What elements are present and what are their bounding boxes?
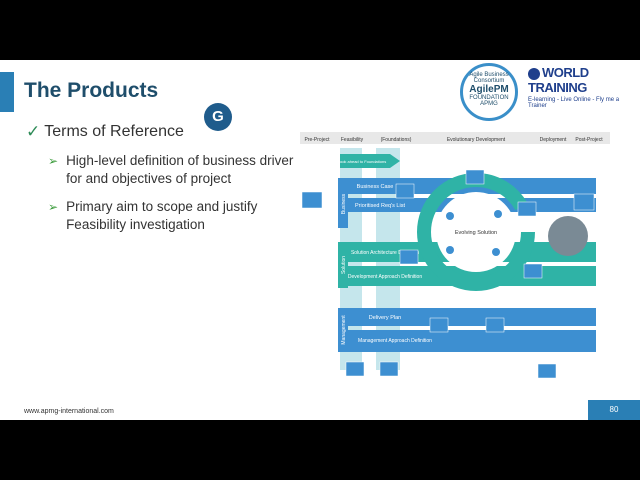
row-solution-tab <box>338 242 348 288</box>
band-delivery-plan <box>348 308 596 326</box>
phase-pre-project: Pre-Project <box>304 137 330 143</box>
document-icon <box>345 361 365 377</box>
sub-bullet: ➢ High-level definition of business driv… <box>48 152 296 188</box>
document-icon <box>429 317 449 333</box>
bullet-terms-of-reference: ✓ Terms of Reference <box>26 122 296 142</box>
document-icon <box>301 191 323 209</box>
page-number: 80 <box>588 400 640 420</box>
person-icon <box>446 212 454 220</box>
logo-name-text: WORLD TRAINING <box>528 65 589 95</box>
person-icon <box>492 248 500 256</box>
g-badge: G <box>204 103 232 131</box>
bullet-text: Terms of Reference <box>44 123 184 140</box>
title-accent-bar <box>0 72 14 112</box>
agilepm-logo: Agile Business Consortium AgilePM FOUNDA… <box>460 63 518 121</box>
logo-sub-text: FOUNDATION <box>469 95 509 101</box>
world-training-logo: WORLD TRAINING E-learning - Live Online … <box>528 65 638 109</box>
logo-big-text: AgilePM <box>469 84 509 95</box>
row-label-management: Management <box>341 315 347 345</box>
document-icon <box>517 201 537 217</box>
phase-headers: Pre-Project Feasibility (Foundations) Ev… <box>304 137 603 143</box>
evolving-solution-label: Evolving Solution <box>455 230 497 236</box>
phase-feasibility: Feasibility <box>341 137 364 143</box>
look-ahead-arrow <box>340 154 400 168</box>
band-delivery-plan-label: Delivery Plan <box>369 315 401 321</box>
sub-bullet-text: Primary aim to scope and justify Feasibi… <box>66 199 258 232</box>
logo-small-text: Agile Business Consortium <box>469 72 509 84</box>
product-documents <box>301 169 595 379</box>
video-letterbox-top <box>0 0 640 60</box>
document-icon <box>523 263 543 279</box>
phase-header-bg <box>300 132 610 144</box>
slide: The Products G ✓ Terms of Reference ➢ Hi… <box>0 60 640 420</box>
row-label-solution: Solution <box>341 256 347 274</box>
globe-icon <box>528 67 540 80</box>
person-icon <box>494 210 502 218</box>
phase-post-project: Post-Project <box>575 137 603 143</box>
document-icon <box>395 183 415 199</box>
video-letterbox-bottom <box>0 420 640 480</box>
band-solution-architecture-label: Solution Architecture Definition <box>351 250 419 256</box>
band-prioritised-reqs-label: Prioritised Req's List <box>355 203 405 209</box>
footer-url: www.apmg-international.com <box>24 408 114 415</box>
look-ahead-label: Look ahead to Foundations <box>338 159 386 164</box>
document-icon <box>573 193 595 211</box>
band-management-approach <box>348 330 596 352</box>
arrow-bullet-icon: ➢ <box>48 200 59 214</box>
bullet-list: ✓ Terms of Reference ➢ High-level defini… <box>26 122 296 234</box>
document-icon <box>537 363 557 379</box>
logo-org-text: APMG <box>480 101 498 107</box>
band-business-case-label: Business Case <box>357 184 394 190</box>
sub-bullet-text: High-level definition of business driver… <box>66 153 294 186</box>
document-icon <box>485 317 505 333</box>
arrow-bullet-icon: ➢ <box>48 154 59 168</box>
document-icon <box>399 249 419 265</box>
phase-foundations: (Foundations) <box>381 137 412 143</box>
logo-tagline: E-learning - Live Online - Fly me a Trai… <box>528 97 620 109</box>
deployed-solution-puzzle <box>548 216 588 256</box>
document-icon <box>379 361 399 377</box>
dsdm-process-diagram: Pre-Project Feasibility (Foundations) Ev… <box>300 132 610 379</box>
phase-evolutionary-development: Evolutionary Development <box>447 137 506 143</box>
slide-title: The Products <box>24 79 159 102</box>
row-management-tab <box>338 308 348 352</box>
band-management-approach-label: Management Approach Definition <box>358 338 432 344</box>
band-development-approach-label: Development Approach Definition <box>348 274 422 280</box>
phase-deployment: Deployment <box>540 137 567 143</box>
document-icon <box>465 169 485 185</box>
logo-name: WORLD TRAINING <box>528 65 638 95</box>
row-business-tab <box>338 178 348 228</box>
person-icon <box>446 246 454 254</box>
checkmark-icon: ✓ <box>26 122 41 141</box>
sub-bullet: ➢ Primary aim to scope and justify Feasi… <box>48 198 296 234</box>
row-label-business: Business <box>341 193 347 214</box>
